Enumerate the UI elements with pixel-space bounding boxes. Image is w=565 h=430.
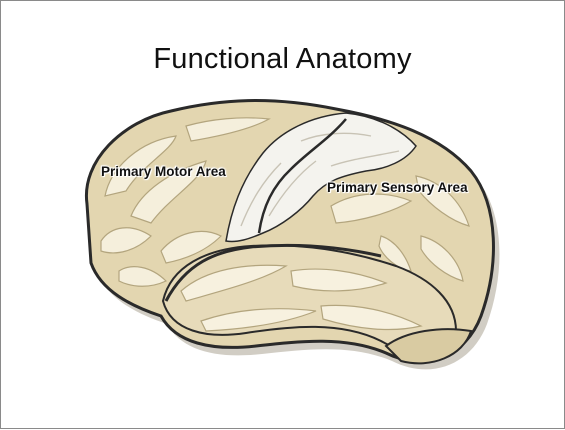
label-primary-motor-area: Primary Motor Area (101, 164, 226, 179)
label-primary-sensory-area: Primary Sensory Area (327, 180, 468, 195)
